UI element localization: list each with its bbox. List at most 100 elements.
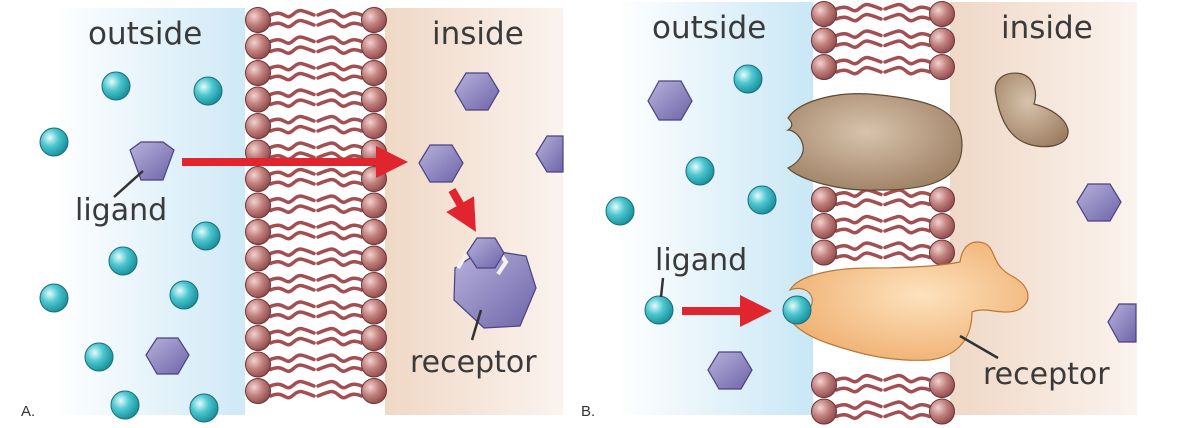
lipid-tail [834,29,883,39]
lipid-tail [316,71,364,82]
panel-a-outside-region [52,8,245,415]
lipid-tail [268,8,316,19]
lipid-tail [316,141,364,151]
lipid-tail [834,410,883,420]
lipid-head [361,298,387,325]
lipid-tail [268,363,316,373]
lipid-tail [316,353,364,363]
lipid-tail [268,230,316,241]
lipid-tail [834,198,883,208]
panel-a-inside-label: inside [432,16,524,52]
lipid-tail [883,29,932,39]
lipid-tail [316,326,364,337]
bound-hexagon-ligand [466,237,505,269]
sphere-molecule [191,221,221,251]
lipid-tail [834,55,883,66]
lipid-tail [268,35,316,45]
panel-a: outside inside [21,7,564,423]
lipid-tail [883,373,932,384]
lipid-head [929,54,955,80]
lipid-tail [834,65,883,76]
lipid-tail [883,2,932,13]
binding-arrow [446,188,476,232]
panel-b-sphere-molecules [605,64,777,325]
lipid-head [811,54,837,80]
lipid-tail [834,400,883,410]
lipid-tail [268,283,316,294]
lipid-head [361,33,387,60]
bound-sphere-ligand [782,295,812,325]
lipid-tail [883,251,932,261]
sphere-molecule [605,196,635,226]
panel-b-inside-label: inside [1001,10,1093,46]
lipid-head [245,166,271,192]
lipid-tail [316,257,364,267]
lipid-tail [316,45,364,55]
lipid-head [245,33,271,60]
lipid-tail [316,283,364,294]
lipid-tail [316,310,364,320]
lipid-tail [316,204,364,214]
sphere-molecule [101,71,131,101]
panel-a-sphere-ligands [39,71,223,423]
lipid-tail [268,220,316,231]
lipid-tail [834,383,883,394]
lipid-head [245,298,271,325]
lipid-tail [316,151,364,161]
lipid-tail [883,410,932,420]
lipid-tail [883,214,932,225]
panel-b-membrane [811,1,955,425]
lipid-head [361,272,387,298]
lipid-head [245,86,271,113]
lipid-tail [268,98,316,108]
lipid-head [361,378,387,404]
hexagon-molecule [145,337,190,375]
lipid-tail [316,18,364,29]
lipid-head [361,245,387,272]
panel-a-membrane [245,7,387,404]
lipid-tail [268,336,316,347]
lipid-tail [834,39,883,49]
lipid-tail [883,55,932,66]
hexagon-molecule [707,351,753,390]
lipid-tail [268,194,316,204]
panel-a-receptor-label: receptor [410,345,537,380]
lipid-tail [316,114,364,125]
hexagon-molecule [535,135,564,173]
lipid-tail [268,177,316,188]
lipid-tail [268,353,316,363]
lipid-tail [268,247,316,257]
lipid-tail [316,124,364,135]
sphere-molecule [733,64,763,94]
lipid-head [361,166,387,192]
hexagon-ligand [129,141,175,181]
lipid-head [929,1,955,27]
panel-b-letter: B. [581,403,595,420]
lipid-tail [883,65,932,76]
sphere-molecule [169,280,199,310]
lipid-tail [268,379,316,390]
lipid-tail [268,310,316,320]
sphere-molecule [193,76,223,106]
lipid-head [245,325,271,351]
lipid-head [245,192,271,219]
lipid-tail [834,224,883,235]
lipid-tail [316,167,364,178]
panel-a-ligand-label: ligand [75,193,167,228]
lipid-tail [834,214,883,225]
lipid-head [361,192,387,219]
lipid-head [245,113,271,139]
lipid-tail [883,241,932,251]
lipid-head [929,27,955,54]
panel-a-letter: A. [21,403,35,420]
lipid-head [245,245,271,272]
lipid-head [811,186,837,213]
lipid-tail [316,389,364,400]
hexagon-molecule [454,72,500,111]
sphere-molecule [685,156,715,186]
lipid-tail [268,273,316,284]
lipid-tail [268,204,316,214]
lipid-tail [834,251,883,261]
hexagon-molecule [647,80,693,121]
